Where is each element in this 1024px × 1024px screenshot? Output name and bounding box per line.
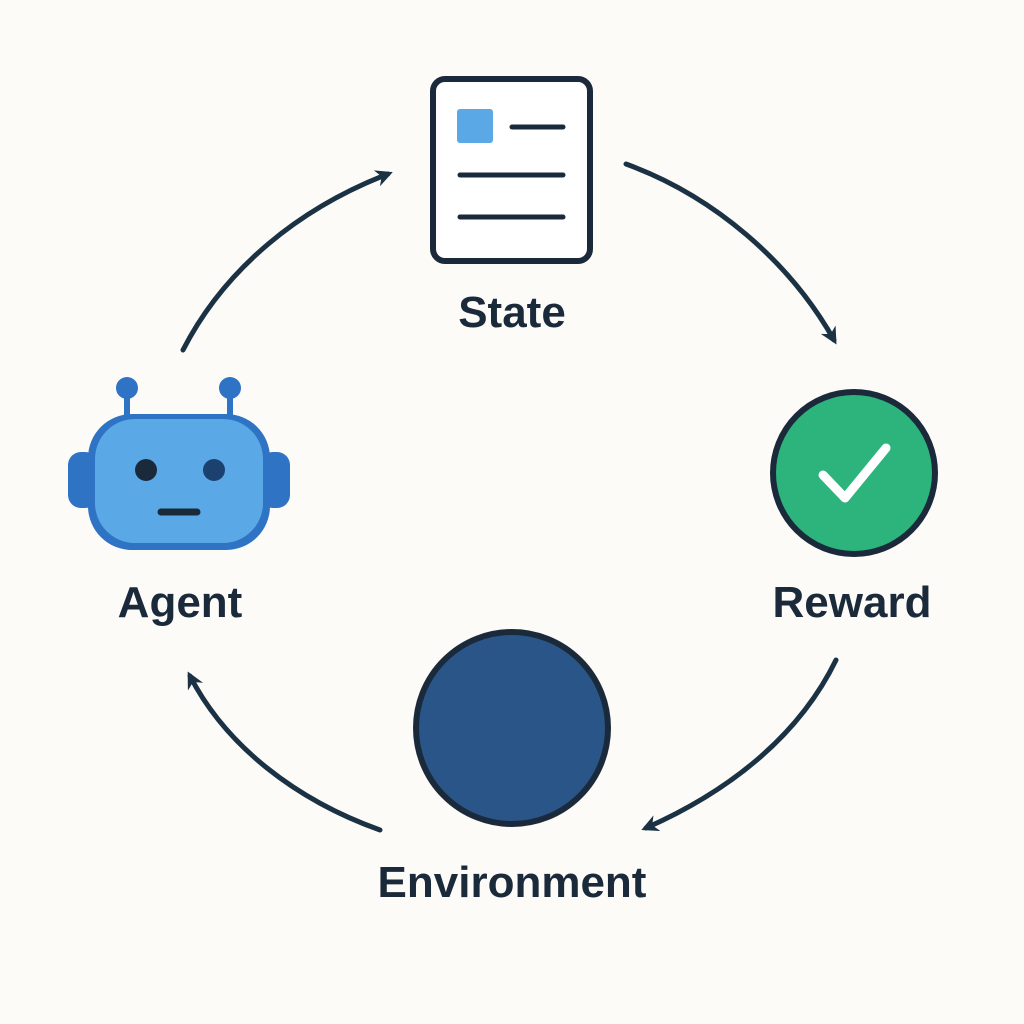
arrow-state-to-reward xyxy=(623,161,837,345)
arrow-agent-to-state xyxy=(180,170,393,353)
document-icon xyxy=(430,76,593,264)
circle-icon xyxy=(413,629,611,827)
agent-label: Agent xyxy=(117,578,243,627)
arrow-environment-to-agent xyxy=(187,671,383,833)
robot-icon xyxy=(68,377,290,550)
arrow-reward-to-environment xyxy=(641,657,839,831)
checkmark-icon xyxy=(770,389,938,557)
reward-label: Reward xyxy=(772,578,932,627)
state-label: State xyxy=(458,288,566,337)
environment-label: Environment xyxy=(377,858,647,907)
